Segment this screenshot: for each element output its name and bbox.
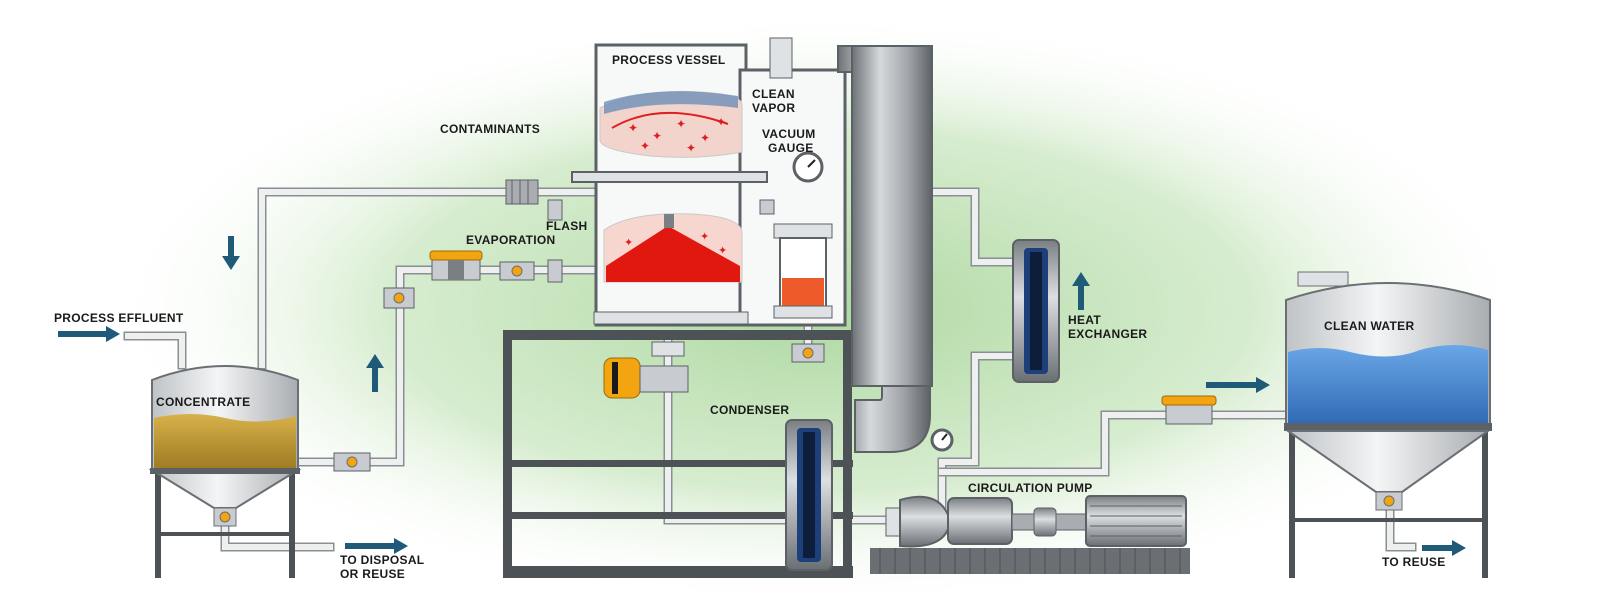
arrow-right-icon xyxy=(1422,540,1466,556)
valves xyxy=(333,179,1217,472)
arrow-up-icon xyxy=(366,354,384,392)
label-concentrate: CONCENTRATE xyxy=(156,395,250,409)
label-vacuum-gauge-line2: GAUGE xyxy=(768,141,814,155)
label-process-vessel: PROCESS VESSEL xyxy=(612,53,726,67)
svg-text:✦: ✦ xyxy=(624,236,633,249)
process-vessel: ✦ ✦ ✦ ✦ ✦ ✦ ✦ ✦ ✦ ✦ xyxy=(571,37,847,327)
label-to-disposal-line2: OR REUSE xyxy=(340,567,405,581)
concentrate-tank xyxy=(148,365,302,578)
label-circulation-pump: CIRCULATION PUMP xyxy=(968,481,1093,495)
condenser xyxy=(785,419,833,571)
vacuum-column xyxy=(837,45,933,453)
svg-text:✦: ✦ xyxy=(676,117,686,131)
arrow-right-icon xyxy=(58,326,120,342)
svg-text:✦: ✦ xyxy=(628,121,638,135)
svg-text:✦: ✦ xyxy=(640,139,650,153)
sight-glass xyxy=(759,199,833,319)
label-flash-evaporation-line1: FLASH xyxy=(546,219,588,233)
label-flash-evaporation-line2: EVAPORATION xyxy=(466,233,556,247)
arrow-down-icon xyxy=(222,236,240,270)
svg-text:✦: ✦ xyxy=(652,129,662,143)
svg-text:✦: ✦ xyxy=(686,141,696,155)
label-vacuum-gauge-line1: VACUUM xyxy=(762,127,816,141)
labels: PROCESS VESSEL CLEAN VAPOR VACUUM GAUGE … xyxy=(54,53,1446,581)
svg-text:✦: ✦ xyxy=(718,244,727,257)
label-to-disposal-line1: TO DISPOSAL xyxy=(340,553,424,567)
pipework xyxy=(123,170,1417,552)
clean-water-tank xyxy=(1284,271,1492,578)
svg-text:✦: ✦ xyxy=(700,131,710,145)
label-clean-vapor-line1: CLEAN xyxy=(752,87,795,101)
label-clean-water: CLEAN WATER xyxy=(1324,319,1414,333)
svg-text:✦: ✦ xyxy=(700,230,709,243)
arrow-right-icon xyxy=(1206,377,1270,393)
heat-exchanger xyxy=(1012,239,1060,383)
circulation-pump xyxy=(870,428,1190,574)
label-heat-exchanger-line1: HEAT xyxy=(1068,313,1101,327)
label-heat-exchanger-line2: EXCHANGER xyxy=(1068,327,1147,341)
arrow-right-icon xyxy=(345,538,408,554)
arrow-up-icon xyxy=(1072,272,1090,310)
support-frame xyxy=(503,330,853,578)
label-to-reuse: TO REUSE xyxy=(1382,555,1446,569)
label-clean-vapor-line2: VAPOR xyxy=(752,101,795,115)
label-contaminants: CONTAMINANTS xyxy=(440,122,540,136)
label-process-effluent: PROCESS EFFLUENT xyxy=(54,311,184,325)
flow-arrows xyxy=(58,236,1466,556)
vacuum-gauge-icon xyxy=(792,151,824,183)
label-condenser: CONDENSER xyxy=(710,403,789,417)
